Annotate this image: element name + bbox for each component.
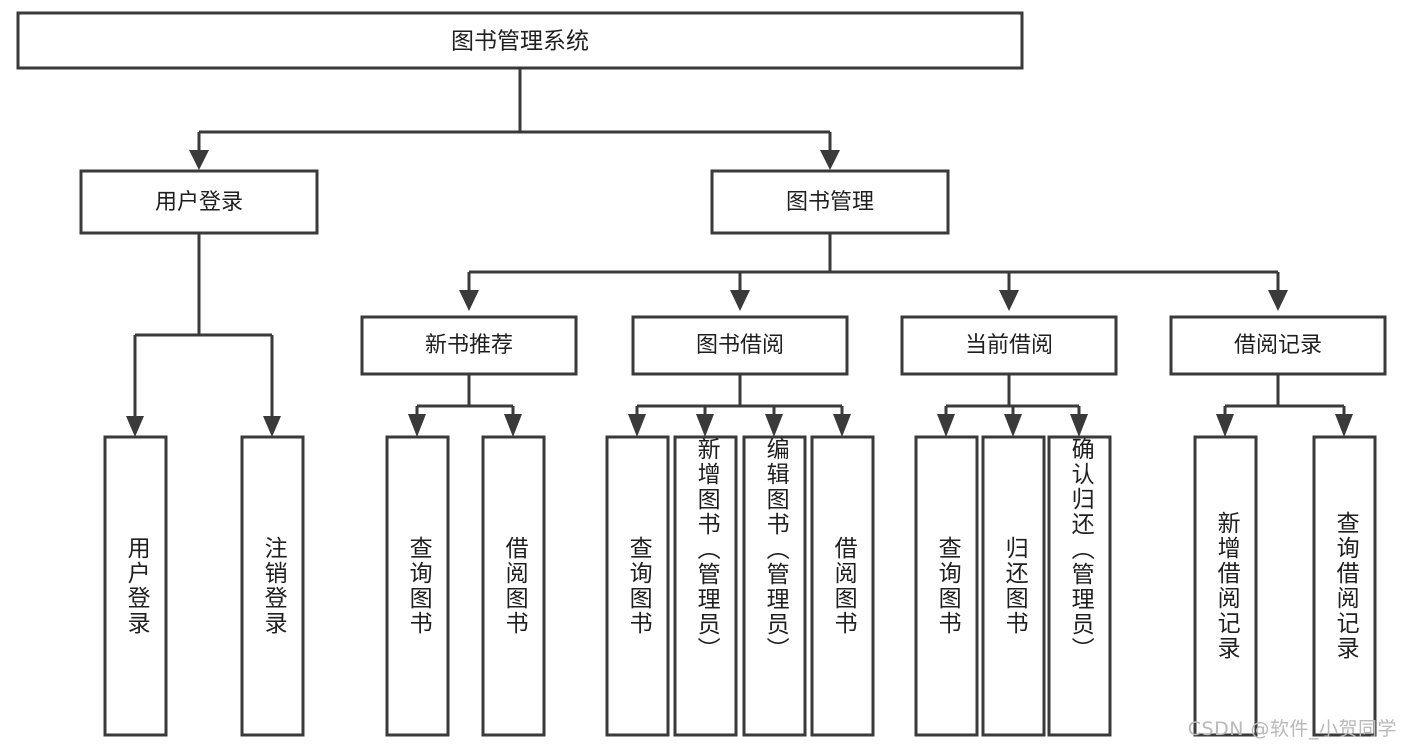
node-book-management-label: 图书管理 <box>786 190 874 215</box>
csdn-watermark: CSDN @软件_小贺同学 <box>1187 718 1397 740</box>
node-new-book-recommend[interactable] <box>360 315 578 376</box>
node-borrow-record-label: 借阅记录 <box>1234 333 1322 358</box>
arrow-head-leaf-borrow-book-1 <box>504 414 522 437</box>
connector-layer <box>126 68 1353 437</box>
node-leaf-query-record[interactable] <box>1312 435 1377 737</box>
node-current-borrow-label: 当前借阅 <box>965 333 1053 358</box>
arrow-head-leaf-query-record <box>1335 414 1353 437</box>
node-leaf-confirm-return[interactable] <box>1047 435 1112 737</box>
node-leaf-add-book[interactable] <box>673 435 738 737</box>
node-leaf-borrow-book-2[interactable] <box>810 435 875 737</box>
node-book-borrow[interactable] <box>631 315 849 376</box>
node-user-login[interactable] <box>79 169 319 235</box>
arrow-head-leaf-borrow-book-2 <box>833 414 851 437</box>
node-root-label: 图书管理系统 <box>451 29 589 55</box>
node-user-login-label: 用户登录 <box>155 190 243 215</box>
arrow-head-leaf-return-book <box>1004 414 1022 437</box>
node-leaf-logout[interactable] <box>240 435 305 737</box>
arrow-head-book-borrow <box>730 290 750 311</box>
node-leaf-query-book-2[interactable] <box>605 435 670 737</box>
node-leaf-add-record[interactable] <box>1193 435 1258 737</box>
arrow-head-leaf-query-book-2 <box>628 414 646 437</box>
node-current-borrow[interactable] <box>900 315 1118 376</box>
arrow-head-leaf-edit-book <box>765 414 783 437</box>
node-root[interactable] <box>16 11 1024 70</box>
node-book-borrow-label: 图书借阅 <box>696 333 784 358</box>
arrow-head-leaf-user-login <box>126 416 144 437</box>
node-leaf-query-book-1[interactable] <box>385 435 450 737</box>
arrow-head-borrow-record <box>1268 290 1288 311</box>
arrow-head-leaf-query-book-3 <box>937 414 955 437</box>
node-leaf-return-book[interactable] <box>981 435 1046 737</box>
node-leaf-borrow-book-1[interactable] <box>481 435 546 737</box>
node-new-book-recommend-label: 新书推荐 <box>425 333 513 358</box>
arrow-head-current-borrow <box>999 290 1019 311</box>
node-borrow-record[interactable] <box>1169 315 1387 376</box>
node-leaf-edit-book[interactable] <box>742 435 807 737</box>
node-layer: 图书管理系统 用户登录 图书管理 新书推荐 图书借阅 当前借阅 借阅记录 <box>16 11 1387 737</box>
arrow-head-leaf-confirm-return <box>1070 414 1088 437</box>
arrow-head-leaf-add-book <box>696 414 714 437</box>
arrow-head-leaf-query-book-1 <box>408 414 426 437</box>
arrow-head-leaf-logout <box>263 416 281 437</box>
node-leaf-user-login[interactable] <box>103 435 168 737</box>
node-leaf-query-book-3[interactable] <box>914 435 979 737</box>
arrow-head-new-book-recommend <box>459 290 479 311</box>
arrow-head-book-management <box>820 150 840 170</box>
node-book-management[interactable] <box>710 169 950 235</box>
arrow-head-user-login <box>189 150 209 170</box>
arrow-head-leaf-add-record <box>1216 414 1234 437</box>
